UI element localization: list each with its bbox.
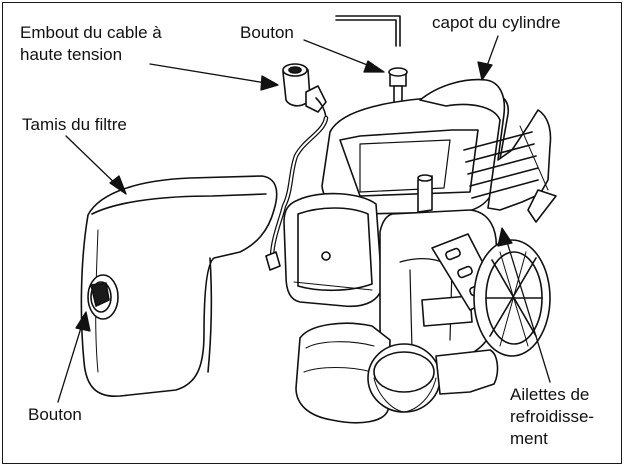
label-cooling-fins-line2: refroidisse- [510,407,595,426]
label-hv-cable-line1: Embout du cable à [20,23,162,42]
label-hv-cable-line2: haute tension [20,45,123,64]
label-cooling-fins-line1: Ailettes de [510,385,590,404]
filter-cover [80,175,278,397]
engine-base [435,349,499,395]
label-top-knob: Bouton [240,23,294,42]
fuel-cap [367,343,441,413]
hv-cable-wire [265,115,329,271]
label-filter-screen: Tamis du filtre [22,115,127,134]
cooling-fins [473,239,551,357]
filter-knob [87,274,119,320]
starter-housing [283,192,403,308]
hv-cable-cap [282,63,327,121]
leader-lines [57,35,551,403]
top-knob-wrench [335,15,408,105]
label-cooling-fins-line3: ment [510,429,548,448]
engine-block [321,91,510,215]
label-cylinder-cover: capot du cylindre [432,13,561,32]
label-filter-knob: Bouton [28,405,82,424]
crankcase [379,209,501,363]
lower-tank [295,322,391,424]
cylinder-cover [419,78,557,223]
